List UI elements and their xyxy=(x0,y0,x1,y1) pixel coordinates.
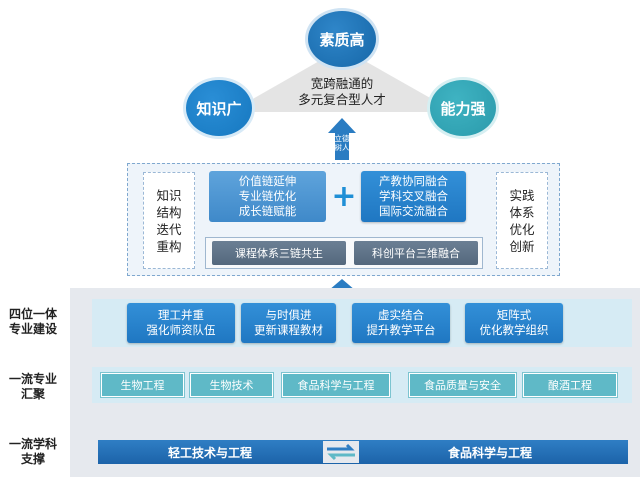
discipline-left: 轻工技术与工程 xyxy=(168,446,253,460)
integration-line: 产教协同融合 xyxy=(379,174,448,188)
major-label: 酿酒工程 xyxy=(548,379,592,392)
integration-line: 学科交叉融合 xyxy=(379,189,448,203)
circle-quality: 素质高 xyxy=(305,8,379,70)
right-side-line: 优化 xyxy=(509,221,535,237)
knowledge-structure-box: 知识 结构 迭代 重构 xyxy=(143,172,195,269)
left-side-line: 结构 xyxy=(156,204,182,220)
discipline-right: 食品科学与工程 xyxy=(448,446,533,460)
plus-icon: + xyxy=(330,182,358,212)
exchange-icon xyxy=(323,441,359,463)
row1-item-line: 提升教学平台 xyxy=(366,323,436,337)
major-food-safety: 食品质量与安全 xyxy=(409,373,516,397)
row3-label-line: 一流学科 xyxy=(8,437,57,451)
row1-item-organization: 矩阵式优化教学组织 xyxy=(465,303,563,343)
value-chain-box: 价值链延伸 专业链优化 成长链赋能 xyxy=(209,171,326,222)
circle-quality-label: 素质高 xyxy=(319,30,365,49)
lide-arrow xyxy=(328,118,356,160)
right-side-line: 体系 xyxy=(509,204,535,220)
row1-item-line: 与时俱进 xyxy=(265,308,312,322)
row3-label-line: 支撑 xyxy=(20,452,45,466)
course-chain-label: 课程体系三链共生 xyxy=(235,247,323,260)
row1-item-teachers: 理工并重强化师资队伍 xyxy=(127,303,235,343)
plus-glyph: + xyxy=(331,179,357,214)
row1-item-line: 矩阵式 xyxy=(496,308,532,322)
lide-label-line2: 树人 xyxy=(334,143,350,152)
row1-item-courses: 与时俱进更新课程教材 xyxy=(241,303,336,343)
major-label: 食品质量与安全 xyxy=(424,379,501,392)
circle-knowledge: 知识广 xyxy=(183,77,255,139)
right-side-line: 创新 xyxy=(509,238,535,254)
circle-knowledge-label: 知识广 xyxy=(196,99,242,118)
platform-chain-label: 科创平台三维融合 xyxy=(372,247,460,260)
major-label: 食品科学与工程 xyxy=(297,379,375,392)
practice-system-box: 实践 体系 优化 创新 xyxy=(496,172,548,269)
row1-item-line: 优化教学组织 xyxy=(479,323,549,337)
left-side-line: 重构 xyxy=(156,238,182,254)
integration-line: 国际交流融合 xyxy=(379,204,448,218)
value-chain-line: 专业链优化 xyxy=(238,189,297,203)
major-label: 生物工程 xyxy=(120,379,165,392)
lide-label-line1: 立德 xyxy=(334,134,350,143)
major-brewing: 酿酒工程 xyxy=(523,373,617,397)
row1-item-line: 更新课程教材 xyxy=(254,323,323,337)
major-biotechnology: 生物技术 xyxy=(190,373,273,397)
talent-line2: 多元复合型人才 xyxy=(298,92,386,107)
value-chain-line: 成长链赋能 xyxy=(238,204,297,218)
left-side-line: 迭代 xyxy=(156,221,182,237)
row2-label-line: 一流专业 xyxy=(8,372,57,386)
row1-item-platform: 虚实结合提升教学平台 xyxy=(352,303,450,343)
row1-item-line: 理工并重 xyxy=(158,308,204,322)
right-side-line: 实践 xyxy=(509,187,535,203)
row1-label: 四位一体 专业建设 xyxy=(0,307,66,337)
row1-label-line: 专业建设 xyxy=(8,322,57,336)
row1-item-line: 强化师资队伍 xyxy=(146,323,216,337)
talent-line1: 宽跨融通的 xyxy=(310,76,374,91)
row2-label: 一流专业 汇聚 xyxy=(0,372,66,402)
talent-text: 宽跨融通的 多元复合型人才 xyxy=(272,76,412,108)
platform-chain-box: 科创平台三维融合 xyxy=(354,241,478,265)
left-side-line: 知识 xyxy=(156,187,182,203)
circle-ability-label: 能力强 xyxy=(440,99,486,118)
major-food-science: 食品科学与工程 xyxy=(282,373,390,397)
discipline-bar: 轻工技术与工程 食品科学与工程 xyxy=(98,440,628,464)
row2-label-line: 汇聚 xyxy=(20,387,45,401)
row1-item-line: 虚实结合 xyxy=(378,308,424,322)
row3-label: 一流学科 支撑 xyxy=(0,437,66,467)
circle-ability: 能力强 xyxy=(427,77,499,139)
major-bioengineering: 生物工程 xyxy=(101,373,184,397)
triangle-shape xyxy=(230,48,455,112)
major-label: 生物技术 xyxy=(209,379,254,392)
integration-box: 产教协同融合 学科交叉融合 国际交流融合 xyxy=(361,171,466,222)
value-chain-line: 价值链延伸 xyxy=(238,174,297,188)
row1-label-line: 四位一体 xyxy=(8,307,57,321)
lide-label: 立德 树人 xyxy=(330,134,354,152)
course-chain-box: 课程体系三链共生 xyxy=(212,241,346,265)
